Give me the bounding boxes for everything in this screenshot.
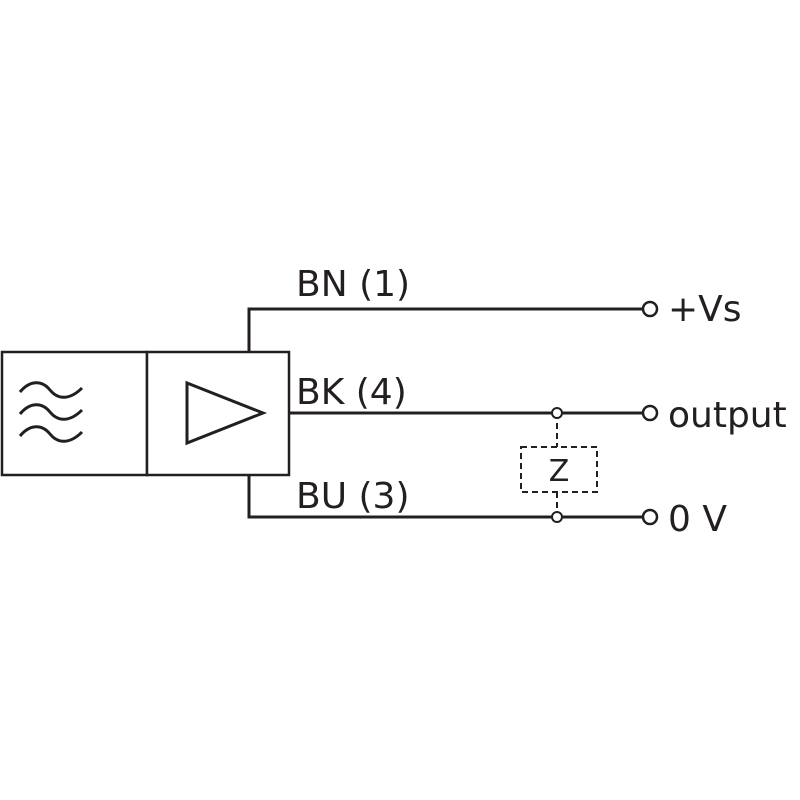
junction-0v [551,511,563,523]
terminal-0v-label: 0 V [668,499,727,540]
wire-bn-label: BN (1) [296,264,410,305]
terminal-vs-label: +Vs [668,289,742,330]
amplifier-triangle-icon [185,380,268,446]
wave-icon [18,381,84,443]
terminal-0v [641,508,659,526]
load-z-label: Z [549,454,570,489]
terminal-output-label: output [668,395,787,436]
terminal-output [641,404,659,422]
amplifier-box [145,350,291,477]
wire-bu: BU (3) 0 V [247,475,727,540]
wire-bn: BN (1) +Vs [247,264,742,352]
terminal-vs [641,300,659,318]
wire-bk-label: BK (4) [296,372,407,413]
sensor-housing [0,350,291,477]
wire-bu-label: BU (3) [296,476,409,517]
junction-output [551,407,563,419]
load-z: Z [520,407,598,523]
sensing-face-box [0,350,149,477]
wire-bk: BK (4) output [289,372,787,436]
